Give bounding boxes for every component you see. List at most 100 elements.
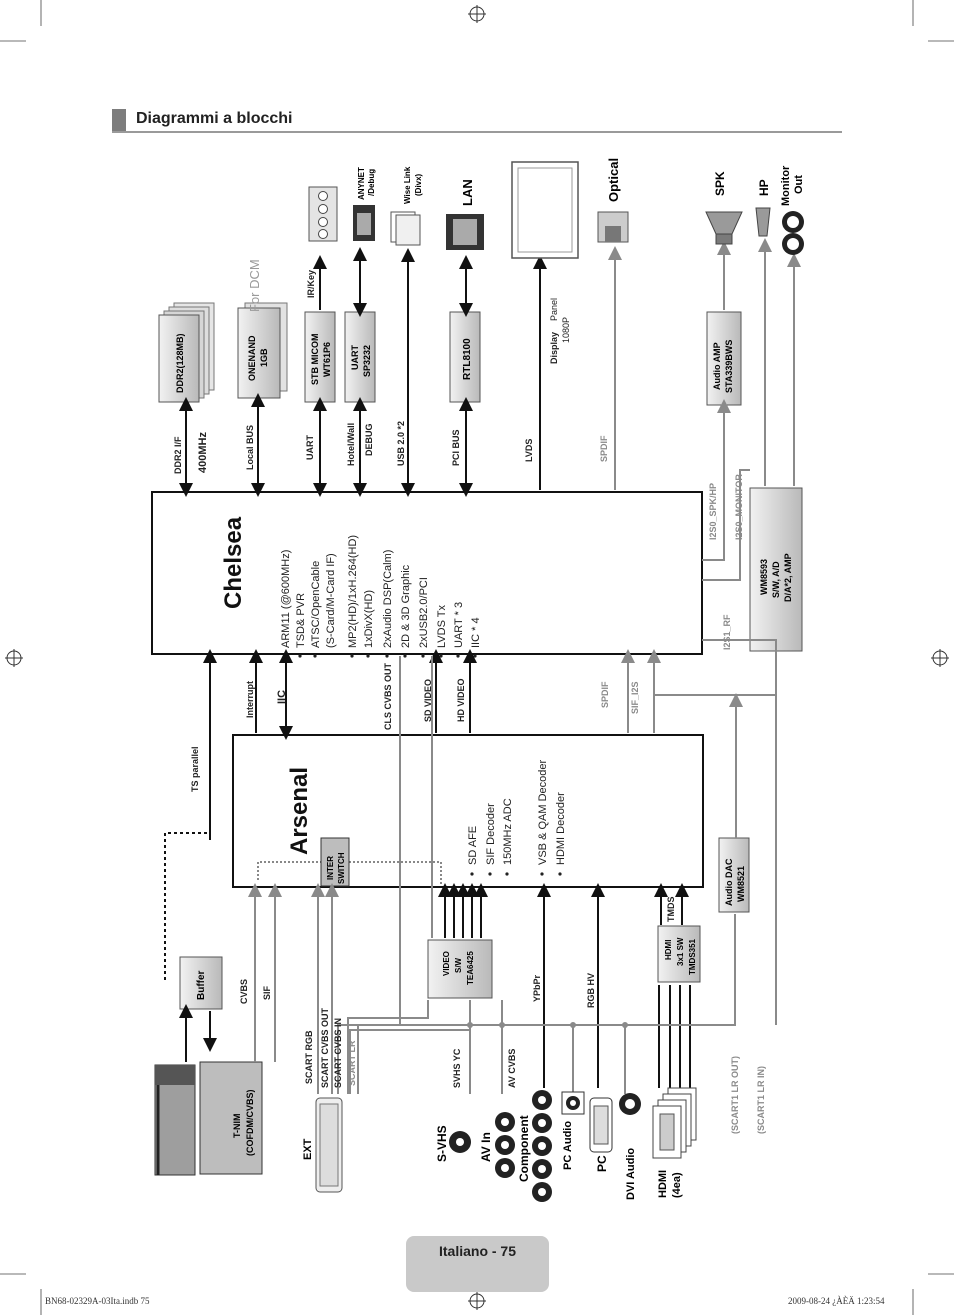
bus-label-spdif-top: SPDIF xyxy=(599,435,609,462)
inter-switch-path xyxy=(349,861,442,888)
ts-parallel-dotted-path xyxy=(164,832,210,980)
chelsea-feature: 2D & 3D Graphic xyxy=(400,564,412,648)
section-header-rule xyxy=(112,109,842,133)
bus-label-sif: SIF xyxy=(262,985,272,1000)
footer-page-tab xyxy=(406,1236,549,1292)
av-in-label: AV In xyxy=(479,1132,493,1162)
top-bus-labels: DDR2 I/F 400MHz Local BUS UART Hotel/Wal… xyxy=(173,270,534,474)
arsenal-feature: 150MHz ADC xyxy=(502,798,514,865)
section-header-marker xyxy=(112,109,126,131)
tnim-label: T-NIM xyxy=(232,1114,242,1139)
top-audio-lines xyxy=(608,238,801,653)
bottom-bus-labels: CVBS SIF SCART RGB SCART CVBS OUT SCART … xyxy=(239,897,676,1089)
anynet-label: /Debug xyxy=(367,169,376,196)
lan-label: LAN xyxy=(460,179,475,206)
chelsea-arsenal-links xyxy=(203,649,477,840)
bus-label-cvbs: CVBS xyxy=(239,979,249,1004)
imprint-file-name: BN68-02329A-03Ita.indb 75 xyxy=(45,1296,150,1306)
lan-port-icon xyxy=(446,214,484,250)
pc-label: PC xyxy=(595,1155,609,1172)
bus-label-ir-key: IR/Key xyxy=(306,270,316,298)
middle-bus-labels: TS parallel Interrupt IIC CLS CVBS OUT S… xyxy=(190,662,466,792)
imprint-timestamp: 2009-08-24 ¿ÀÈÄ 1:23:54 xyxy=(788,1296,885,1306)
bus-label-lvds: LVDS xyxy=(524,439,534,462)
tnim-label: (COFDM/CVBS) xyxy=(245,1090,255,1157)
spk-label: SPK xyxy=(713,171,727,196)
chelsea-feature: 1xDivX(HD) xyxy=(363,590,375,648)
bus-label-scart-cvbs-in: SCART CVBS IN xyxy=(333,1018,343,1088)
rtl8100-chip xyxy=(449,311,481,403)
arsenal-feature: SD AFE xyxy=(467,826,479,865)
buffer-label: Buffer xyxy=(196,970,207,1000)
monitor-out-label: Out xyxy=(793,175,805,194)
chelsea-arsenal-audio-links xyxy=(621,649,777,733)
speaker-icon xyxy=(705,211,743,245)
registration-mark-right xyxy=(931,649,949,667)
registration-mark-left xyxy=(5,649,23,667)
pc-audio-jack-icon xyxy=(561,1091,585,1115)
bottom-input-lines xyxy=(179,883,691,1088)
onenand-label: ONENAND xyxy=(247,335,257,381)
chelsea-feature: ATSC/OpenCable xyxy=(310,561,322,648)
bus-label-tmds: TMDS xyxy=(666,897,676,923)
debug-port-icon xyxy=(353,205,375,241)
chelsea-feature: IIC * 4 xyxy=(470,617,482,648)
onenand-chip xyxy=(237,302,288,399)
bus-label-sif-i2s: SIF_I2S xyxy=(630,681,640,714)
onenand-label: 1GB xyxy=(259,348,269,367)
headphone-icon xyxy=(755,207,771,237)
bus-label-sd-video: SD VIDEO xyxy=(423,679,433,722)
audio-dac-label: WM8521 xyxy=(736,866,746,902)
bus-label-iic: IIC xyxy=(276,690,288,704)
hdmi-label: HDMI xyxy=(657,1170,669,1198)
arsenal-feature: HDMI Decoder xyxy=(555,792,567,865)
wm8593-label: WM8593 xyxy=(759,559,769,595)
scart-connector-icon xyxy=(315,1097,343,1193)
bus-label-interrupt: Interrupt xyxy=(245,681,255,718)
bus-label-scart-lr: SCART LR xyxy=(347,1040,357,1086)
display-panel-label: Display Panel 1080P xyxy=(549,298,571,364)
stb-micom-label: STB MICOM xyxy=(310,334,320,386)
usb-ports-icon xyxy=(390,211,421,246)
bus-label-ypbpr: YPbPr xyxy=(532,974,542,1002)
anynet-connector xyxy=(308,186,338,242)
chelsea-feature: (S-Card/M-Card IF) xyxy=(325,553,337,648)
svhs-jack-icon xyxy=(449,1131,471,1153)
chelsea-feature: TSD& PVR xyxy=(295,593,307,648)
audio-dac-label: Audio DAC xyxy=(724,858,734,906)
bus-label-i2s1-rf: I2S1_RF xyxy=(722,614,732,650)
uart-chip-label: SP3232 xyxy=(362,345,372,377)
optical-label: Optical xyxy=(606,158,621,202)
chelsea-feature: UART * 3 xyxy=(453,602,465,648)
optical-port-icon xyxy=(597,211,629,243)
ddr2-label: DDR2(128MB) xyxy=(175,333,185,393)
ddr2-chip xyxy=(158,302,215,403)
bus-label-scart-rgb: SCART RGB xyxy=(304,1030,314,1084)
component-label: Component xyxy=(517,1115,531,1182)
av-in-jacks-icon xyxy=(495,1112,515,1178)
inter-switch-label: INTER xyxy=(326,856,335,880)
display-label: Display xyxy=(549,332,559,364)
video-switch-label: TEA6425 xyxy=(466,951,475,985)
bottom-gray-labels: SCART LR (SCART1 LR OUT) (SCART1 LR IN) xyxy=(347,1040,766,1134)
audio-amp-label: Audio AMP xyxy=(712,342,722,390)
arsenal-title: Arsenal xyxy=(286,767,313,855)
hdmi-switch-chip xyxy=(657,925,701,983)
arsenal-feature-list: SD AFE SIF Decoder 150MHz ADC VSB & QAM … xyxy=(467,760,567,865)
bus-label-av-cvbs: AV CVBS xyxy=(507,1049,517,1088)
dvi-audio-label: DVI Audio xyxy=(625,1148,637,1200)
anynet-label: ANYNET xyxy=(357,167,366,200)
bus-label-usb: USB 2.0 *2 xyxy=(396,421,406,466)
video-switch-label: S/W xyxy=(454,957,463,973)
arsenal-box xyxy=(232,734,704,888)
rtl8100-label: RTL8100 xyxy=(462,338,473,380)
bus-junctions xyxy=(467,1022,628,1028)
hdmi-switch-label: HDMI xyxy=(664,940,673,960)
bus-label-hd-video: HD VIDEO xyxy=(456,678,466,722)
bus-label-debug: DEBUG xyxy=(364,423,374,456)
display-panel-icon xyxy=(511,161,579,259)
inter-switch-label: SWITCH xyxy=(337,852,346,884)
pc-vga-port-icon xyxy=(589,1097,613,1153)
bus-label-ts-parallel: TS parallel xyxy=(190,746,200,792)
inter-switch-path xyxy=(257,861,321,880)
